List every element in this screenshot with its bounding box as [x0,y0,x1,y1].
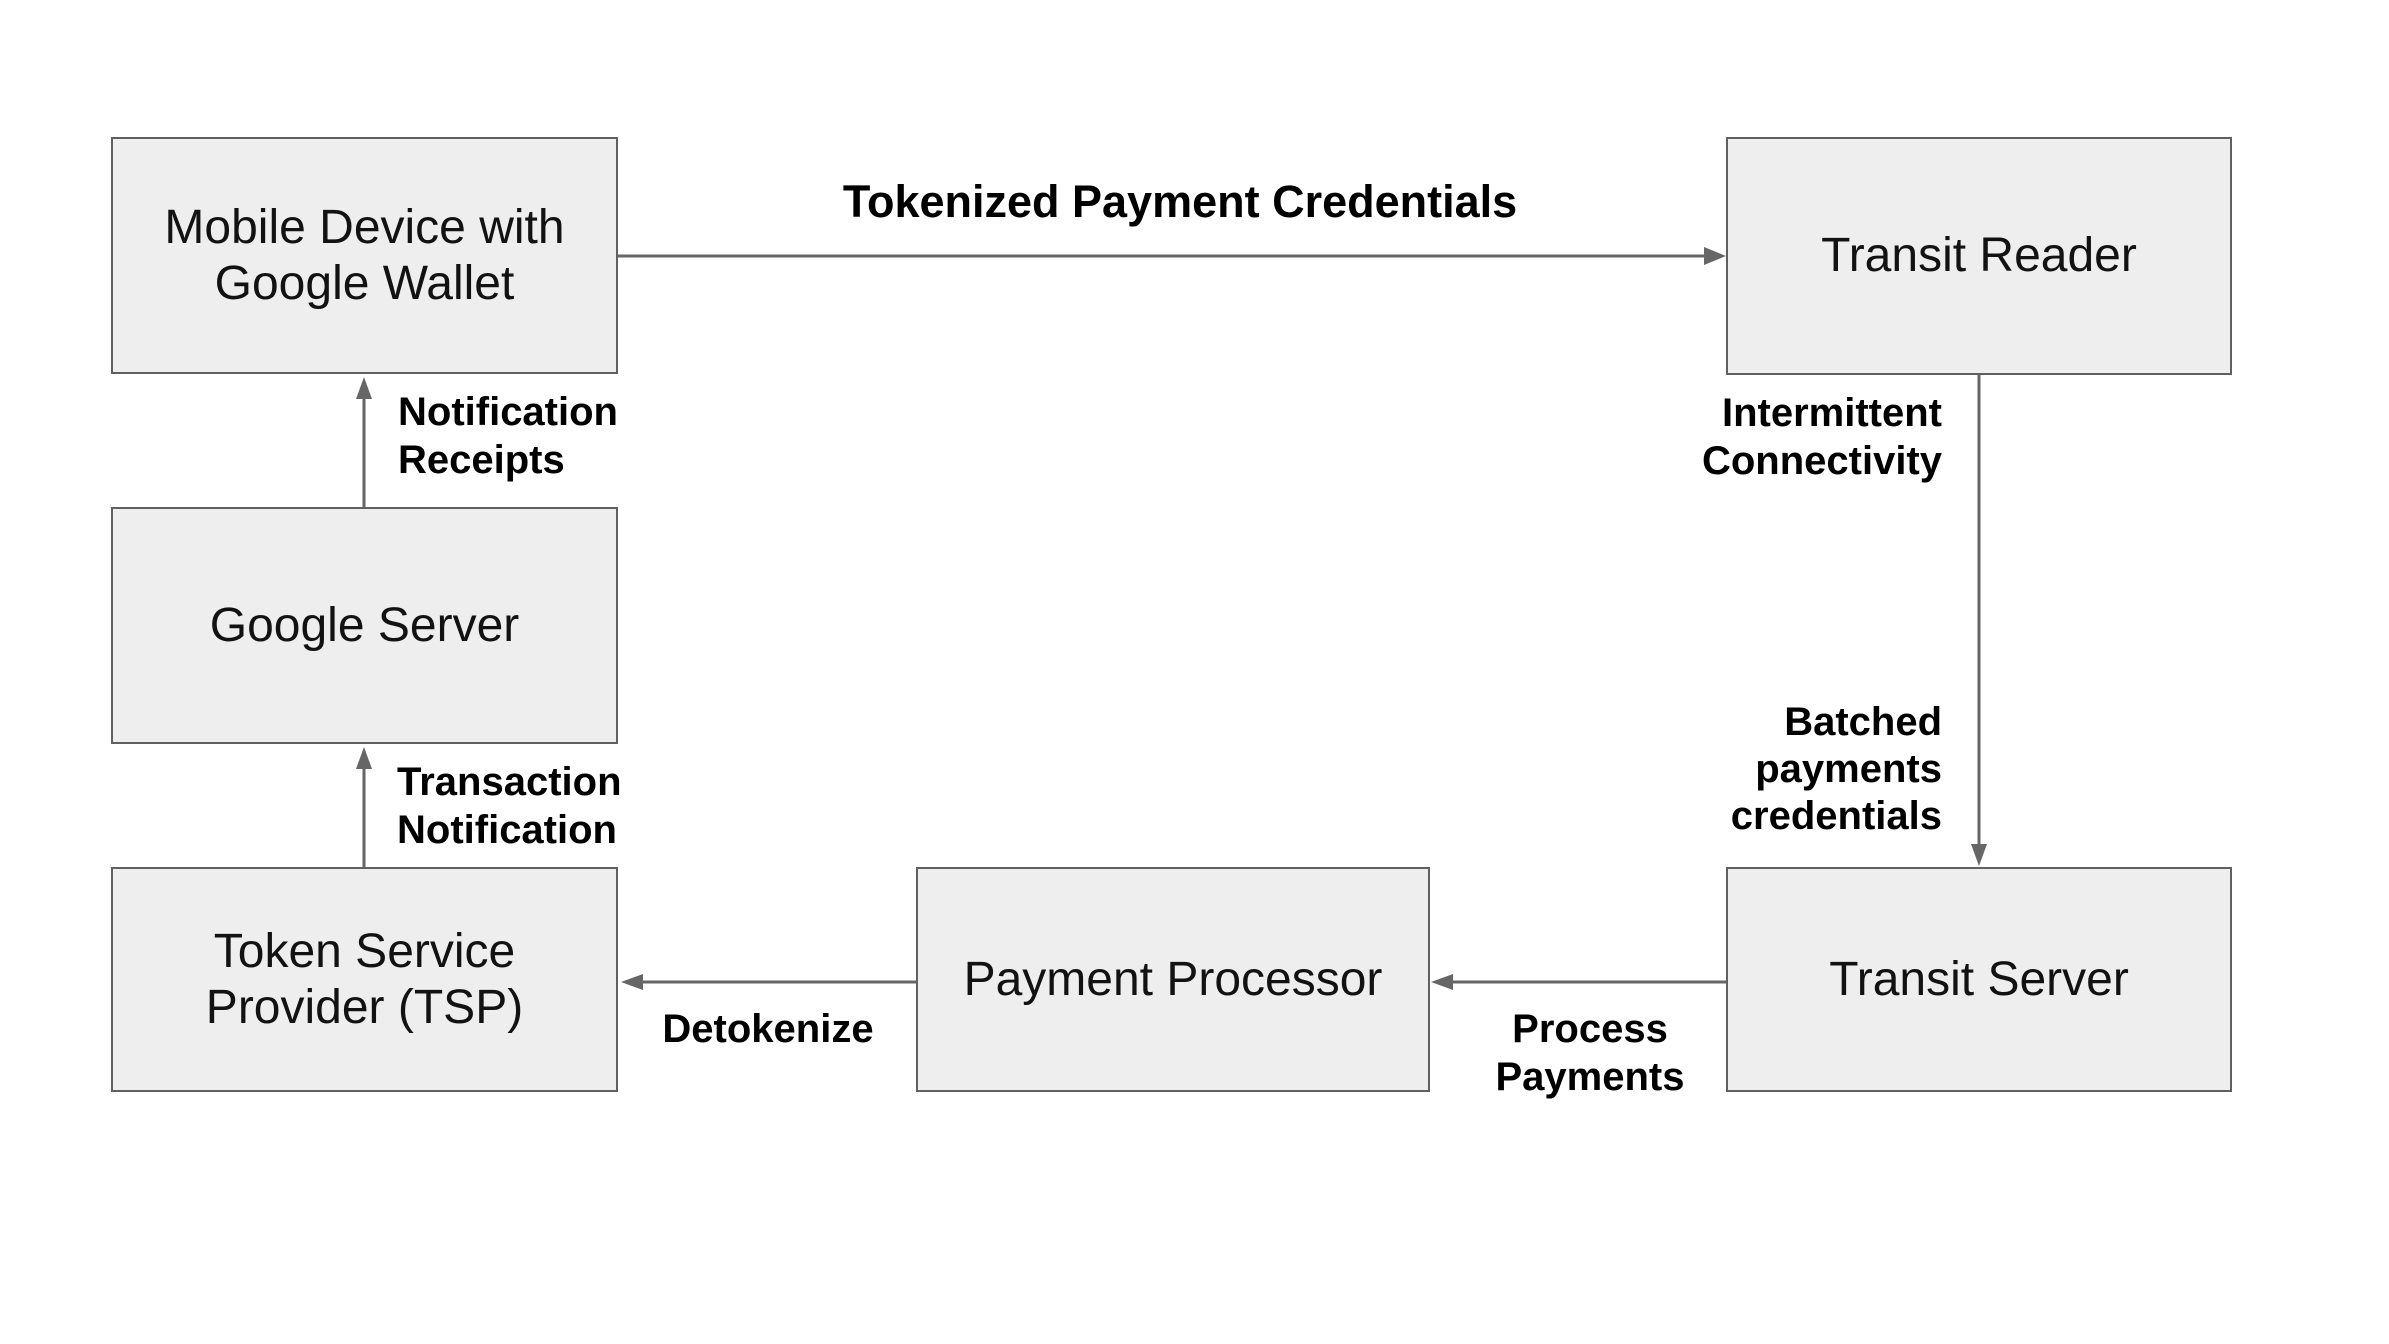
node-payment-processor: Payment Processor [916,867,1430,1092]
arrow-process-payments [1431,974,1726,990]
arrowhead-right-icon [1704,247,1726,265]
edge-label-line: Detokenize [662,1007,874,1051]
arrowhead-down-icon [1971,844,1987,866]
edge-label-line: Receipts [398,438,565,482]
edge-label-batched-payments-credentials: Batched payments credentials [1731,699,1942,840]
node-label-line: Transit Reader [1821,229,2137,282]
arrow-notification-receipts [356,377,372,507]
node-label-line: Transit Server [1829,952,2129,1006]
edge-label-process-payments: Process Payments [1440,1005,1740,1101]
node-label-line: Provider (TSP) [205,980,524,1034]
arrowhead-up-icon [356,377,372,399]
node-label-line: Token Service [213,924,516,978]
edge-label-detokenize: Detokenize [568,1005,968,1053]
edge-label-line: Transaction [397,760,622,804]
arrow-reader-to-server [1971,375,1987,866]
node-label-line: Google Server [209,598,520,652]
edge-label-line: Intermittent [1722,391,1942,435]
arrowhead-left-icon [1431,974,1453,990]
edge-label-line: Tokenized Payment Credentials [842,176,1518,227]
edge-label-line: payments [1755,747,1942,791]
edge-label-line: Notification [398,390,618,434]
arrowhead-up-icon [356,747,372,769]
edge-label-line: Connectivity [1701,439,1942,483]
edge-label-line: Payments [1495,1055,1685,1099]
node-transit-server: Transit Server [1726,867,2232,1092]
edge-label-tokenized-payment-credentials: Tokenized Payment Credentials [630,176,1730,228]
node-transit-reader: Transit Reader [1726,137,2232,375]
edge-label-transaction-notification: Transaction Notification [397,758,622,854]
edge-label-intermittent-connectivity: Intermittent Connectivity [1702,389,1942,485]
edge-label-notification-receipts: Notification Receipts [398,388,618,484]
edge-label-line: Batched [1784,700,1942,744]
node-token-service-provider: Token Service Provider (TSP) [111,867,618,1092]
arrowhead-left-icon [621,974,643,990]
edge-label-line: Process [1512,1007,1668,1051]
node-label-line: Mobile Device with [164,200,565,254]
node-google-server: Google Server [111,507,618,744]
arrow-tokenized-payment-credentials [618,247,1726,265]
arrow-transaction-notification [356,747,372,867]
arrow-detokenize [621,974,916,990]
node-label-line: Google Wallet [214,256,515,310]
edge-label-line: Notification [397,808,617,852]
node-label-line: Payment Processor [963,952,1383,1006]
edge-label-line: credentials [1730,794,1942,838]
node-mobile-device-google-wallet: Mobile Device with Google Wallet [111,137,618,374]
